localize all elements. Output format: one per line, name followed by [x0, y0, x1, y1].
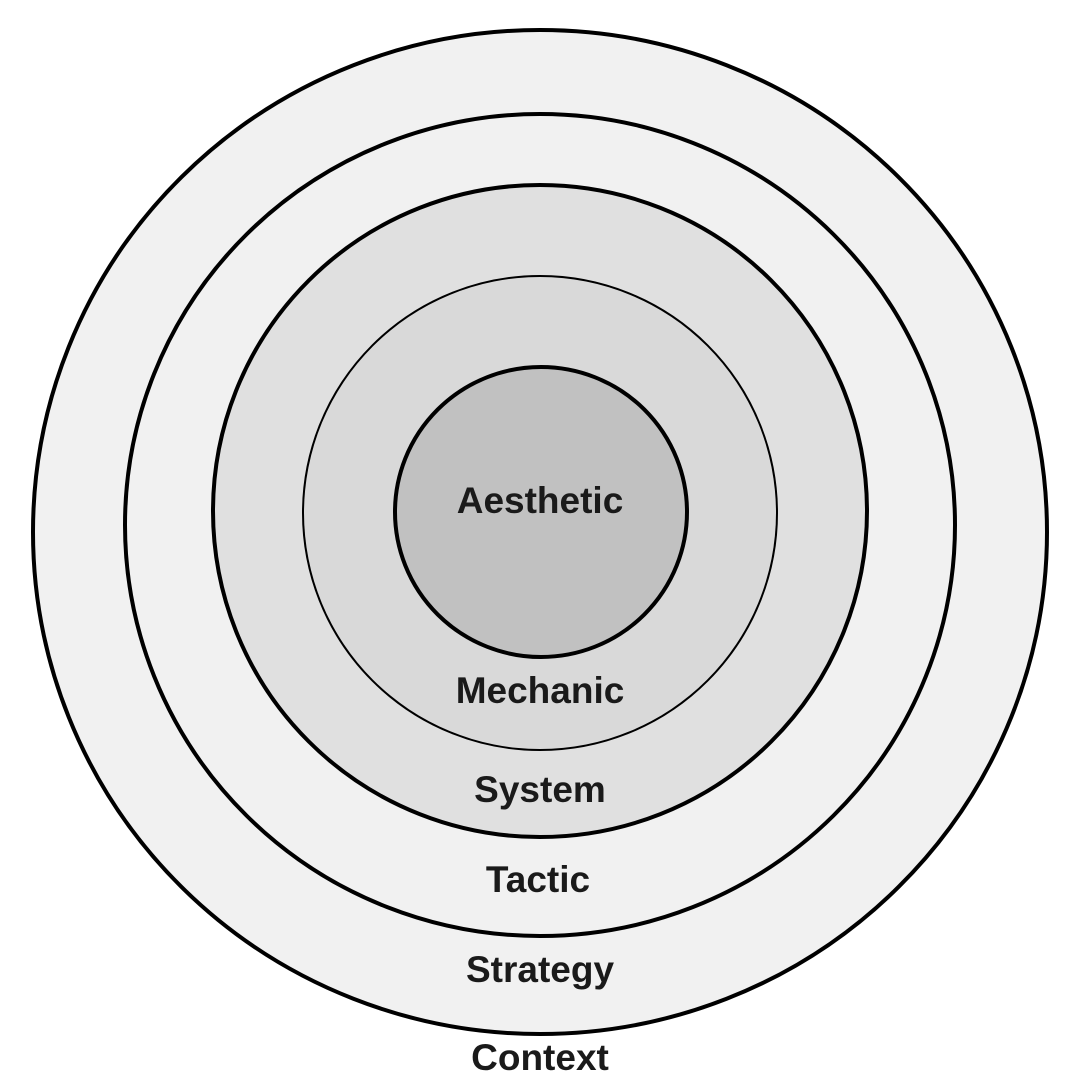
label-aesthetic: Aesthetic: [457, 480, 624, 521]
label-strategy: Strategy: [466, 949, 614, 990]
label-mechanic: Mechanic: [456, 670, 625, 711]
label-system: System: [474, 769, 606, 810]
label-context: Context: [471, 1037, 609, 1078]
ring-aesthetic: [393, 365, 689, 659]
label-tactic: Tactic: [486, 859, 590, 900]
